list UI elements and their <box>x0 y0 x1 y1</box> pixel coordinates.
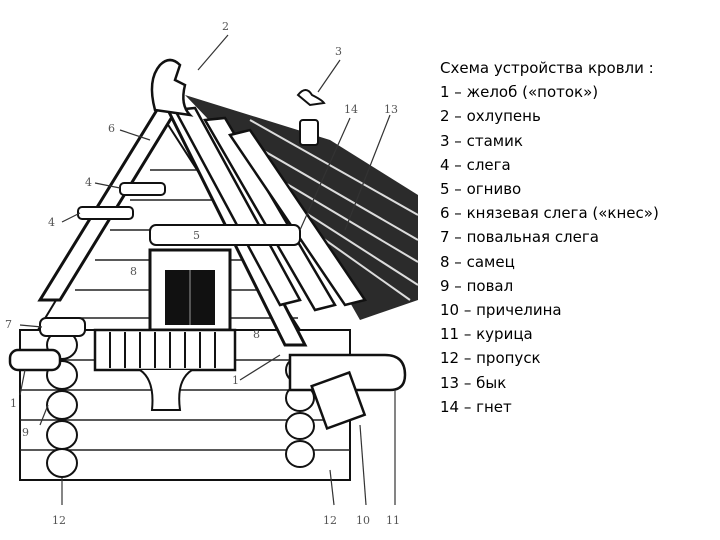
callout-9: 9 <box>22 426 29 439</box>
callout-7: 7 <box>5 318 12 331</box>
callout-11: 11 <box>386 514 400 527</box>
callout-10: 10 <box>356 514 370 527</box>
callout-3: 3 <box>335 45 342 58</box>
callout-12a: 12 <box>52 514 66 527</box>
leader-lines <box>19 34 396 506</box>
callout-numbers: 2 3 6 4 4 5 8 8 7 14 13 1 1 9 12 12 10 1… <box>5 20 400 527</box>
legend-item-5: 5 – огниво <box>440 180 522 199</box>
ridge-horse <box>150 58 194 117</box>
callout-6: 6 <box>108 122 115 135</box>
callout-14: 14 <box>344 103 358 116</box>
callout-1b: 1 <box>10 397 17 410</box>
callout-5: 5 <box>193 229 200 242</box>
callout-4a: 4 <box>85 176 92 189</box>
legend-item-2: 2 – охлупень <box>440 107 541 126</box>
callout-4b: 4 <box>48 216 55 229</box>
rafters <box>173 106 368 312</box>
legend-title: Схема устройства кровли : <box>440 59 654 77</box>
legend-item-12: 12 – пропуск <box>440 349 541 368</box>
callout-12b: 12 <box>323 514 337 527</box>
callout-8a: 8 <box>130 265 137 278</box>
legend-item-1: 1 – желоб («поток») <box>440 83 599 102</box>
log-ends-left <box>46 330 78 478</box>
callout-8b: 8 <box>253 328 260 341</box>
balcony <box>93 328 237 411</box>
legend-item-9: 9 – повал <box>440 276 514 295</box>
legend-item-11: 11 – курица <box>440 325 533 344</box>
window <box>148 248 232 332</box>
legend-item-8: 8 – самец <box>440 252 515 271</box>
legend-item-3: 3 – стамик <box>440 131 523 150</box>
legend-item-6: 6 – князевая слега («кнес») <box>440 204 659 223</box>
callout-2: 2 <box>222 20 229 33</box>
legend-item-4: 4 – слега <box>440 155 511 174</box>
legend-item-13: 13 – бык <box>440 373 507 392</box>
legend-item-7: 7 – повальная слега <box>440 228 599 247</box>
kuritsa-and-gutter <box>8 348 407 431</box>
stamik-bird <box>296 89 326 146</box>
legend-item-10: 10 – причелина <box>440 301 562 320</box>
legend-item-14: 14 – гнет <box>440 397 512 416</box>
roof-structure-drawing: 2 3 6 4 4 5 8 8 7 14 13 1 1 9 12 12 10 1… <box>5 20 419 527</box>
purlins <box>39 182 301 337</box>
callout-1a: 1 <box>232 374 239 387</box>
legend: Схема устройства кровли : 1 – желоб («по… <box>440 56 715 419</box>
callout-13: 13 <box>384 103 398 116</box>
